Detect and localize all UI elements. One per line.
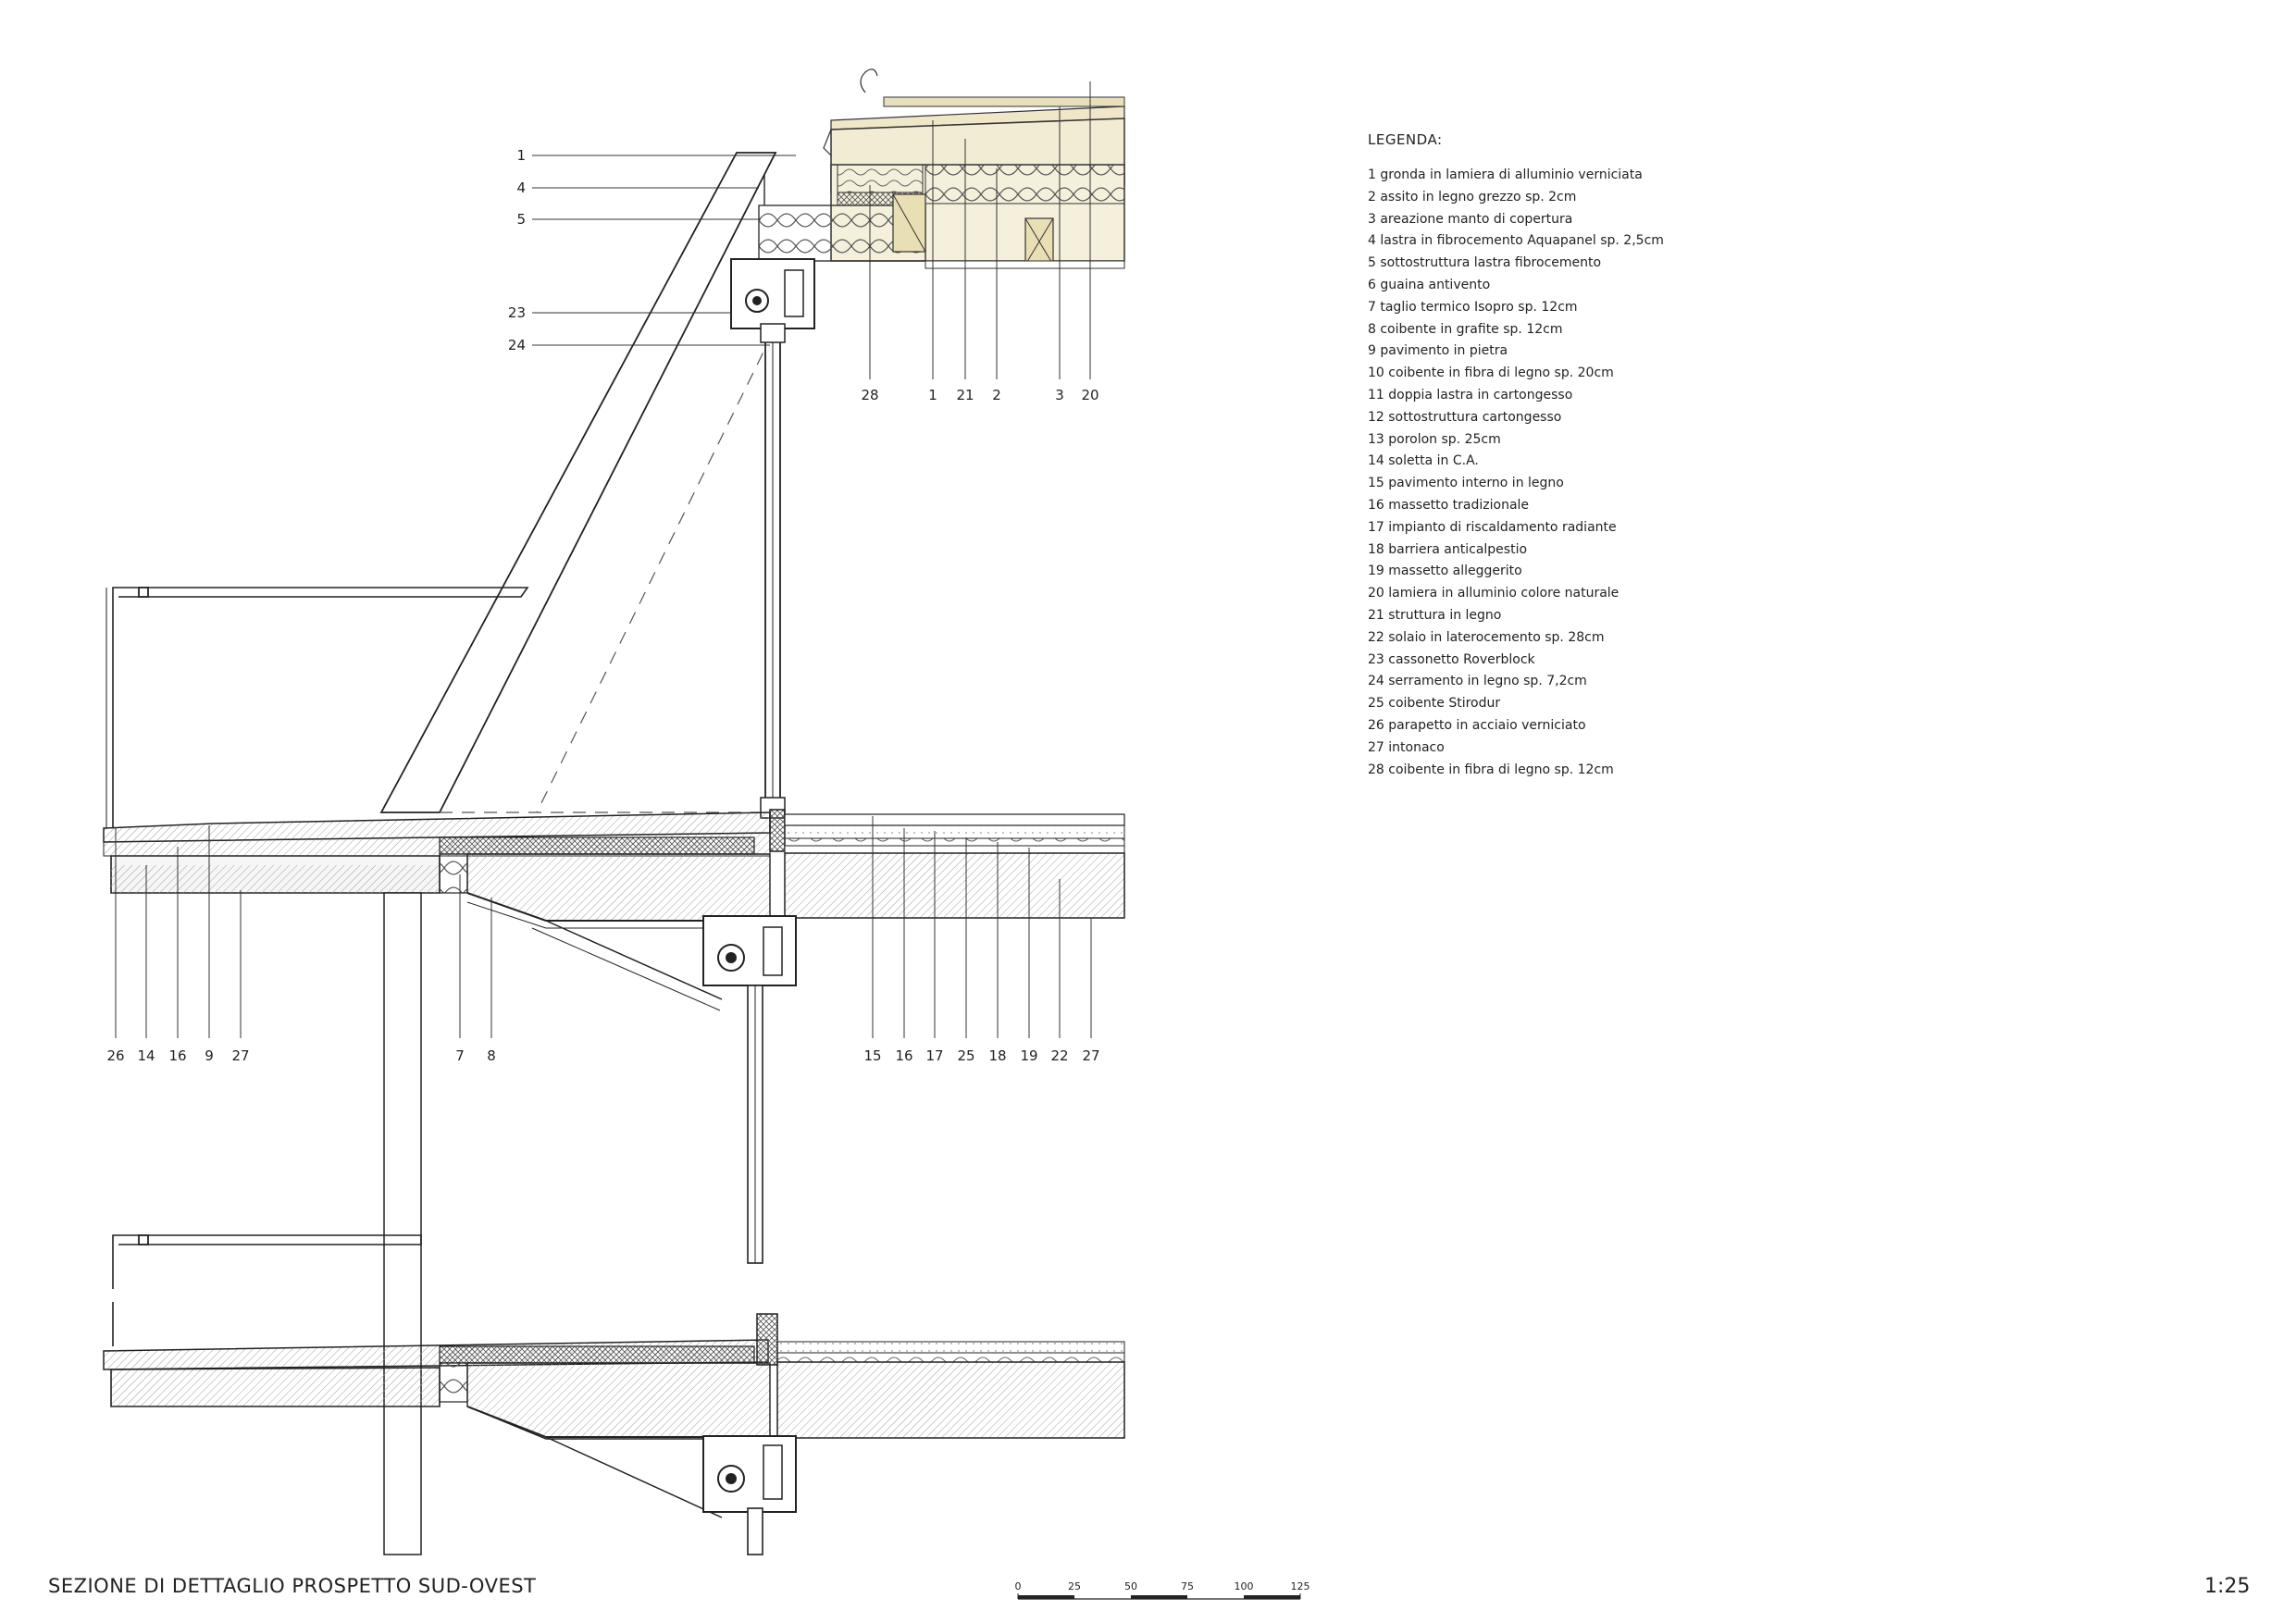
callout: 9 [205, 1047, 214, 1064]
scale-tick: 100 [1235, 1580, 1254, 1592]
callout: 27 [231, 1047, 249, 1064]
legend-list: 1 gronda in lamiera di alluminio vernici… [1368, 165, 1886, 781]
callout: 26 [106, 1047, 124, 1064]
legend-item: 28 coibente in fibra di legno sp. 12cm [1368, 762, 1614, 777]
legend-item: 15 pavimento interno in legno [1368, 476, 1564, 491]
callout: 8 [487, 1047, 496, 1064]
legend-item: 18 barriera anticalpestio [1368, 541, 1528, 557]
scale-tick: 125 [1291, 1580, 1310, 1592]
callout: 24 [508, 337, 526, 353]
callout: 20 [1081, 387, 1098, 403]
roof-assembly [730, 68, 1125, 329]
callout: 23 [508, 304, 526, 321]
legend: LEGENDA: 1 gronda in lamiera di allumini… [1368, 131, 1886, 781]
scale-tick: 0 [1015, 1580, 1022, 1592]
callout: 3 [1055, 387, 1064, 403]
legend-item: 26 parapetto in acciaio verniciato [1368, 717, 1586, 733]
callout: 27 [1082, 1047, 1099, 1064]
callout-labels: 1 4 5 23 24 28 1 21 2 3 20 26 14 16 9 27… [106, 147, 1099, 1064]
legend-item: 17 impianto di riscaldamento radiante [1368, 519, 1617, 535]
legend-item: 14 soletta in C.A. [1368, 453, 1479, 469]
floor-slab-2 [102, 1234, 1125, 1555]
callout: 19 [1020, 1047, 1037, 1064]
legend-item: 12 sottostruttura cartongesso [1368, 409, 1562, 425]
callout: 1 [928, 387, 937, 403]
legend-item: 5 sottostruttura lastra fibrocemento [1368, 255, 1602, 271]
scale-tick: 50 [1124, 1580, 1137, 1592]
callout: 14 [137, 1047, 155, 1064]
legend-item: 27 intonaco [1368, 739, 1445, 755]
callout: 16 [895, 1047, 912, 1064]
legend-item: 3 areazione manto di copertura [1368, 211, 1573, 227]
scale-ratio: 1:25 [2204, 1575, 2251, 1598]
callout: 17 [925, 1047, 943, 1064]
legend-item: 11 doppia lastra in cartongesso [1368, 387, 1573, 403]
scale-tick: 25 [1068, 1580, 1081, 1592]
legend-item: 24 serramento in legno sp. 7,2cm [1368, 674, 1587, 689]
legend-item: 22 solaio in laterocemento sp. 28cm [1368, 629, 1605, 645]
legend-item: 9 pavimento in pietra [1368, 343, 1508, 359]
railing-and-column [105, 587, 763, 1555]
scale-bar: 0 25 50 75 100 125 [1015, 1580, 1310, 1600]
legend-item: 8 coibente in grafite sp. 12cm [1368, 321, 1563, 337]
legend-item: 13 porolon sp. 25cm [1368, 431, 1501, 447]
callout: 25 [957, 1047, 974, 1064]
drawing-title: SEZIONE DI DETTAGLIO PROSPETTO SUD-OVEST [48, 1575, 537, 1597]
legend-item: 2 assito in legno grezzo sp. 2cm [1368, 189, 1577, 204]
callout: 1 [516, 147, 526, 164]
floor-slab-1 [103, 809, 1125, 1011]
legend-item: 4 lastra in fibrocemento Aquapanel sp. 2… [1368, 233, 1664, 249]
leader-lines [115, 81, 1092, 1038]
legend-item: 19 massetto alleggerito [1368, 564, 1522, 579]
callout: 4 [516, 180, 526, 196]
callout: 21 [956, 387, 974, 403]
callout: 2 [992, 387, 1001, 403]
callout: 22 [1050, 1047, 1068, 1064]
legend-item: 25 coibente Stirodur [1368, 696, 1501, 712]
callout: 5 [516, 211, 526, 228]
callout: 28 [861, 387, 878, 403]
legend-item: 1 gronda in lamiera di alluminio vernici… [1368, 167, 1643, 182]
callout: 15 [863, 1047, 881, 1064]
callout: 18 [988, 1047, 1006, 1064]
legend-title: LEGENDA: [1368, 131, 1443, 148]
legend-item: 21 struttura in legno [1368, 607, 1502, 623]
blade-and-window [379, 152, 786, 819]
scale-tick: 75 [1181, 1580, 1194, 1592]
legend-item: 10 coibente in fibra di legno sp. 20cm [1368, 365, 1614, 381]
callout: 7 [455, 1047, 465, 1064]
legend-item: 6 guaina antivento [1368, 277, 1491, 292]
legend-item: 7 taglio termico Isopro sp. 12cm [1368, 299, 1578, 315]
legend-item: 16 massetto tradizionale [1368, 497, 1530, 513]
callout: 16 [168, 1047, 186, 1064]
legend-item: 23 cassonetto Roverblock [1368, 651, 1535, 667]
legend-item: 20 lamiera in alluminio colore naturale [1368, 586, 1620, 601]
